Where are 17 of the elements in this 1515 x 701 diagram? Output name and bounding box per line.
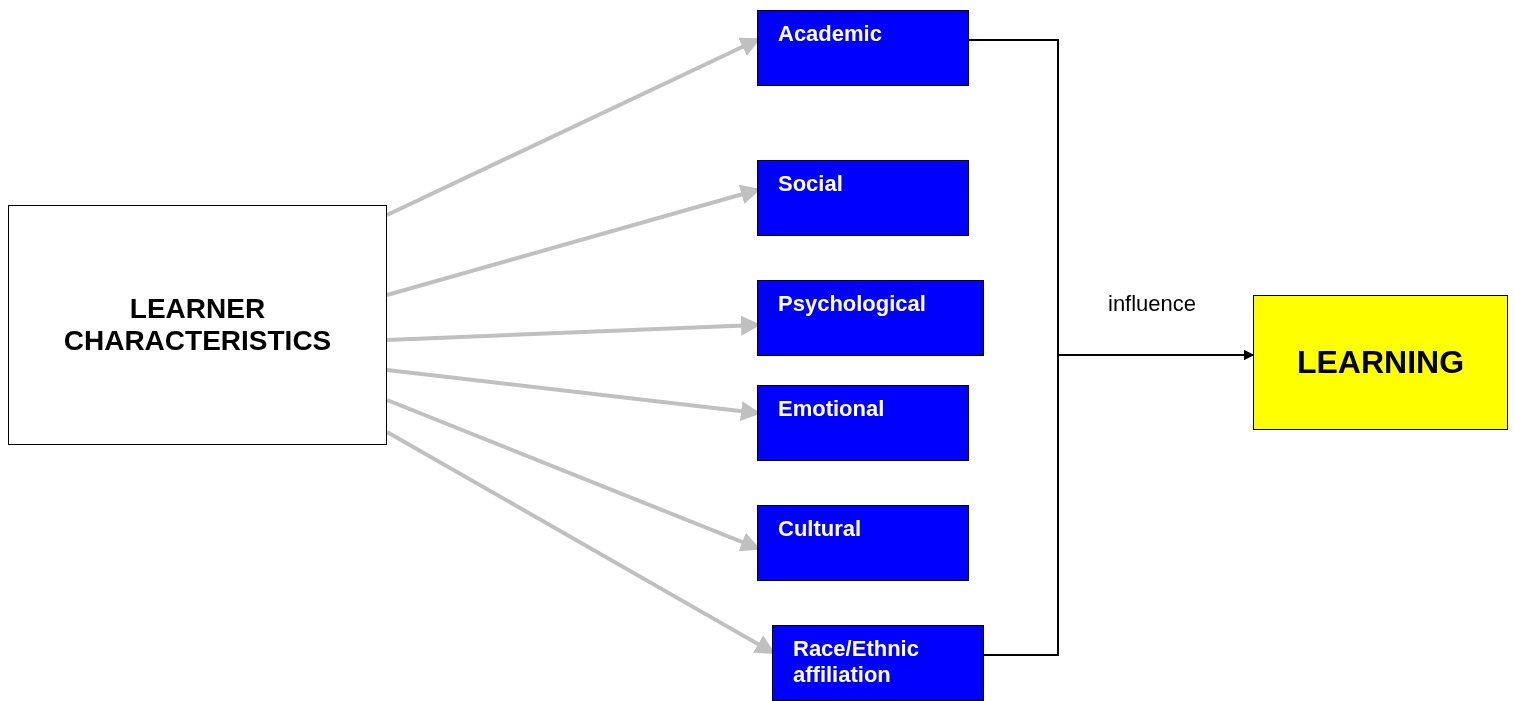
category-box — [757, 385, 969, 461]
arrow — [983, 350, 1254, 656]
outcome-box — [1253, 295, 1508, 430]
category-box — [757, 10, 969, 86]
node-label: Psychological — [778, 291, 927, 317]
node-label: LEARNER CHARACTERISTICS — [62, 293, 333, 357]
node-label: Social — [778, 171, 844, 197]
category-box — [772, 625, 984, 701]
node-label: Emotional — [778, 396, 886, 422]
category-box — [757, 505, 969, 581]
node-label: Cultural — [778, 516, 863, 542]
category-box — [757, 280, 984, 356]
node-label: LEARNING — [1295, 344, 1466, 381]
characteristics-box — [8, 205, 387, 445]
category-box — [757, 160, 969, 236]
node-label: Academic — [778, 21, 883, 47]
node-label: Race/Ethnic affiliation — [793, 636, 920, 688]
